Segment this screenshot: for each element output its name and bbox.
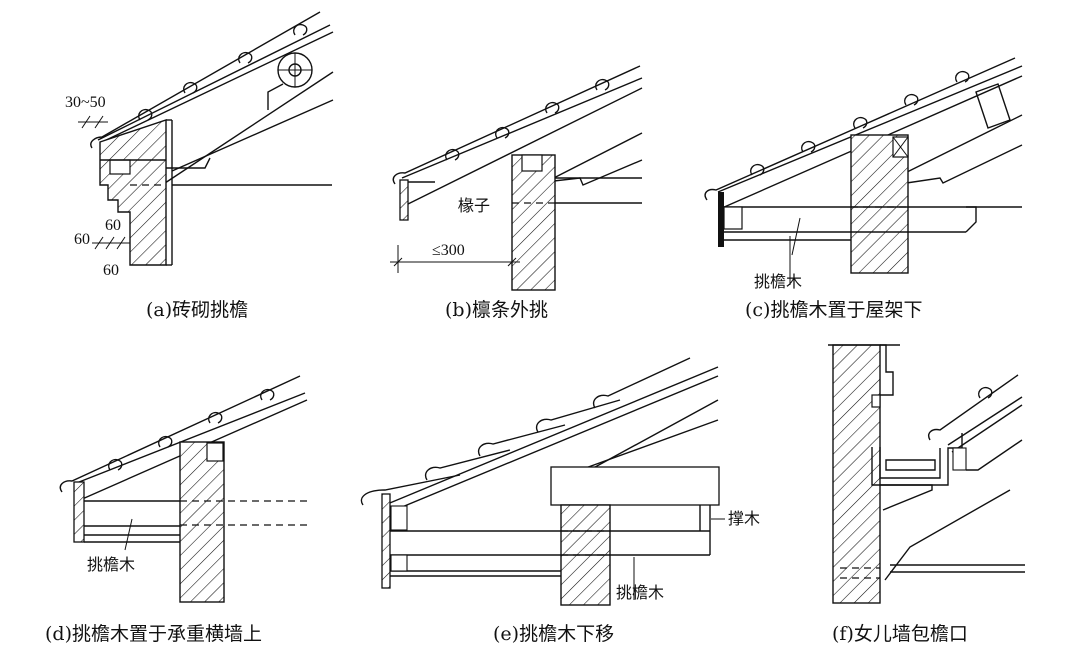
roof-tiles: [392, 65, 643, 206]
dimension-60-left: 60: [74, 231, 90, 248]
caption-d: (d)挑檐木置于承重横墙上: [45, 623, 262, 645]
caption-b: (b)檩条外挑: [445, 299, 548, 321]
label-eave-beam: 挑檐木: [754, 272, 802, 291]
roof-tiles: [59, 375, 308, 501]
dimension-30-50: 30~50: [65, 94, 106, 111]
panel-d-eave-beam-on-crosswall: 挑檐木 (d)挑檐木置于承重横墙上: [45, 375, 310, 645]
caption-f: (f)女儿墙包檐口: [832, 623, 968, 645]
dimension-60-bottom: 60: [103, 262, 119, 279]
panel-a-brick-eave: 30~50 60 60 60 (a)砖砌挑檐: [65, 11, 334, 321]
label-eave-beam: 挑檐木: [616, 583, 664, 602]
panel-b-purlin-overhang: 椽子 ≤300 (b)檩条外挑: [390, 65, 643, 321]
panel-f-parapet-eave: (f)女儿墙包檐口: [828, 344, 1025, 645]
caption-c: (c)挑檐木置于屋架下: [745, 299, 922, 321]
roof-tiles: [704, 57, 1023, 209]
caption-e: (e)挑檐木下移: [493, 623, 614, 645]
roof-tiles: [360, 357, 719, 513]
brick-wall: [850, 134, 909, 274]
caption-a: (a)砖砌挑檐: [146, 299, 248, 321]
panel-e-eave-beam-lowered: 撑木 挑檐木 (e)挑檐木下移: [360, 357, 760, 645]
roof-tiles: [90, 11, 334, 186]
label-rafter: 椽子: [458, 196, 490, 215]
brick-wall: [179, 441, 225, 603]
dimension-marks: [390, 245, 520, 273]
brick-wall: [511, 154, 556, 291]
brick-wall: [99, 119, 167, 266]
parapet-wall: [832, 344, 881, 604]
dimension-le-300: ≤300: [432, 242, 465, 259]
label-eave-beam: 挑檐木: [87, 555, 135, 574]
roof-tiles: [928, 374, 1023, 471]
panel-c-eave-beam-below-truss: 挑檐木 (c)挑檐木置于屋架下: [704, 57, 1023, 321]
dimension-marks: [78, 115, 130, 250]
label-strut: 撑木: [728, 509, 760, 528]
dimension-60-top: 60: [105, 217, 121, 234]
